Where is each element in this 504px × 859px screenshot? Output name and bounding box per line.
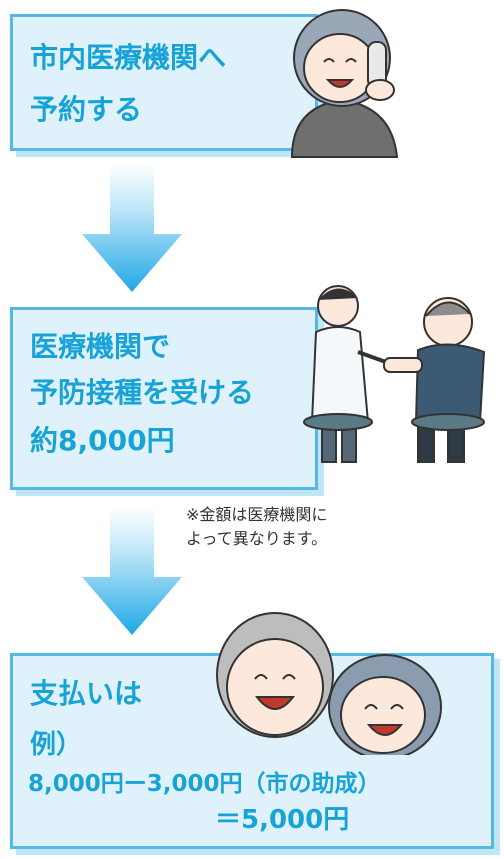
step3-line4: ＝5,000円: [215, 805, 350, 835]
step1-line1: 市内医療機関へ: [30, 41, 227, 74]
down-arrow-icon: [82, 164, 182, 292]
step2-line1: 医療機関で: [30, 330, 171, 363]
doctor-vaccination-illustration: [303, 285, 486, 463]
down-arrow-icon: [82, 507, 182, 635]
phone-call-elderly-woman-illustration: [290, 9, 399, 158]
happy-elderly-couple-illustration: [216, 612, 442, 755]
price-note: ※金額は医療機関に よって異なります。: [186, 503, 327, 551]
step3-line2: 例）: [30, 730, 83, 760]
step2-line2: 予防接種を受ける: [30, 376, 255, 409]
step3-line3: 8,000円ー3,000円（市の助成）: [28, 771, 381, 797]
price-note-line1: ※金額は医療機関に: [186, 505, 328, 524]
step3-line1: 支払いは: [30, 677, 143, 710]
step1-line2: 予約する: [30, 93, 143, 126]
step2-box: [10, 307, 318, 490]
step1-box: [10, 14, 318, 151]
step2-line3: 約8,000円: [30, 424, 175, 457]
price-note-line2: よって異なります。: [186, 529, 328, 548]
